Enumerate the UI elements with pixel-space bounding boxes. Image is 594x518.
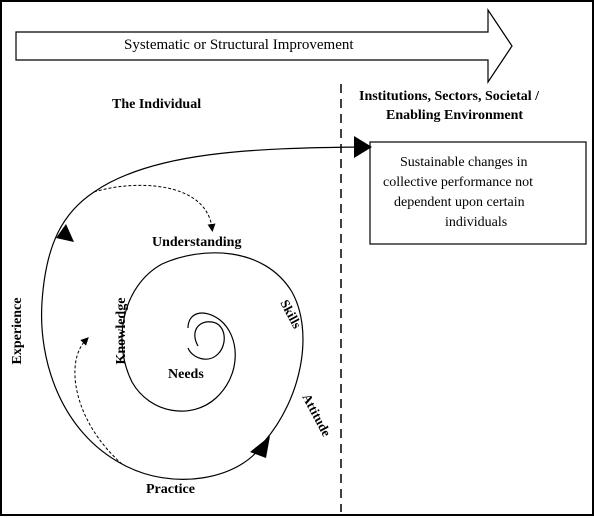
spiral-inner-path xyxy=(187,321,225,360)
banner-arrow-shape xyxy=(15,8,513,84)
banner-label: Systematic or Structural Improvement xyxy=(124,37,354,53)
outcome-line-2: collective performance not xyxy=(383,175,534,190)
label-experience: Experience xyxy=(10,297,25,365)
feedback-arrow-knowledge xyxy=(74,337,123,465)
feedback-arrow-understanding xyxy=(93,184,216,232)
label-understanding: Understanding xyxy=(152,235,242,250)
outcome-box-frame xyxy=(369,141,587,245)
right-heading-line2: Enabling Environment xyxy=(386,108,524,123)
right-heading-line1: Institutions, Sectors, Societal / xyxy=(359,89,540,104)
label-practice: Practice xyxy=(146,482,195,497)
outcome-line-3: dependent upon certain xyxy=(394,195,525,210)
left-heading: The Individual xyxy=(112,97,202,112)
spiral-exit-arrowhead xyxy=(354,136,372,158)
label-knowledge: Knowledge xyxy=(114,297,129,365)
outcome-line-4: individuals xyxy=(445,215,508,230)
spiral-outer-path xyxy=(40,146,365,465)
outcome-line-1: Sustainable changes in xyxy=(400,155,528,170)
label-needs: Needs xyxy=(168,367,204,382)
experience-arrowhead xyxy=(56,224,74,242)
spiral-middle-path xyxy=(121,252,304,480)
attitude-arrowhead xyxy=(250,436,270,458)
